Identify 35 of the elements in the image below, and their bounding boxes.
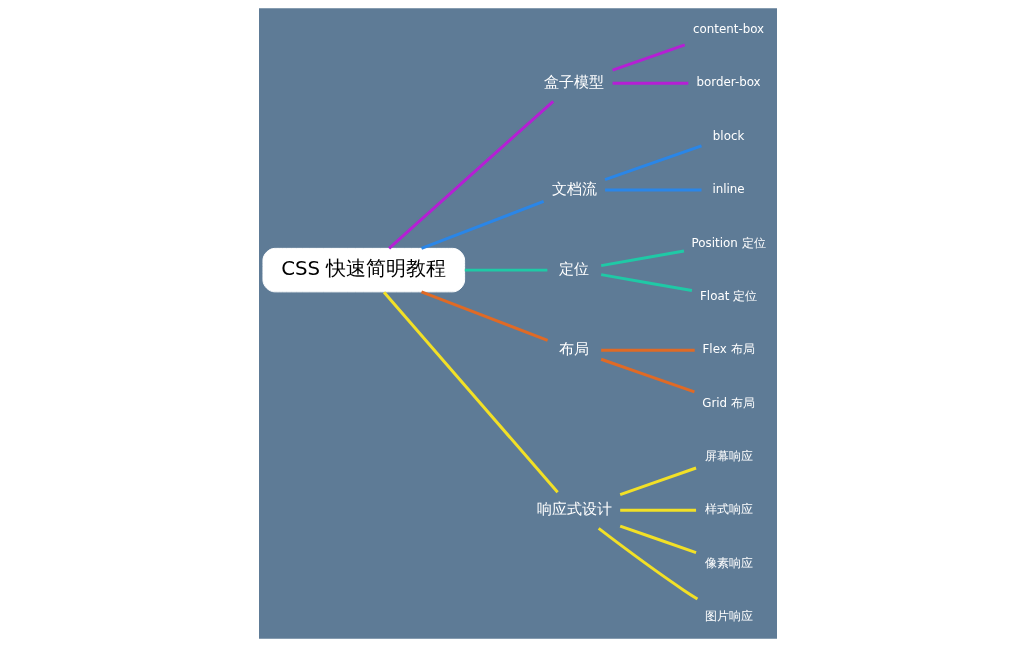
- connector: [601, 348, 695, 352]
- node-text: 样式响应: [704, 502, 753, 517]
- node-text: Float 定位: [700, 288, 758, 303]
- node-text: Flex 布局: [702, 342, 755, 357]
- connector: [605, 188, 702, 192]
- connector: [464, 268, 548, 272]
- node-text: block: [712, 128, 745, 143]
- connector: [420, 200, 545, 250]
- connector: [619, 524, 697, 555]
- connector: [600, 249, 685, 268]
- node-text: Grid 布局: [702, 395, 755, 410]
- connector: [388, 100, 555, 250]
- node-text: 盒子模型: [544, 72, 605, 90]
- node-box: CSS 快速简明教程: [262, 247, 466, 293]
- connector: [600, 273, 693, 292]
- connector: [420, 290, 549, 342]
- node-text: 文档流: [551, 179, 597, 197]
- connector: [620, 508, 697, 512]
- connector: [612, 81, 689, 85]
- node-text: 图片响应: [704, 609, 753, 624]
- node-text: 定位: [559, 259, 590, 277]
- connector: [619, 466, 697, 496]
- connector: [382, 291, 559, 494]
- node-text: inline: [712, 182, 745, 197]
- connector: [597, 527, 699, 601]
- node-text: 像素响应: [704, 555, 753, 570]
- node-text: border-box: [696, 75, 761, 90]
- node-text: content-box: [693, 21, 765, 36]
- connector: [604, 144, 702, 182]
- node-text: Position 定位: [691, 235, 766, 250]
- node-text: 屏幕响应: [704, 449, 753, 464]
- connector: [612, 43, 686, 72]
- connector: [600, 357, 695, 394]
- node-text: 布局: [559, 339, 590, 357]
- node-text: 响应式设计: [536, 499, 612, 517]
